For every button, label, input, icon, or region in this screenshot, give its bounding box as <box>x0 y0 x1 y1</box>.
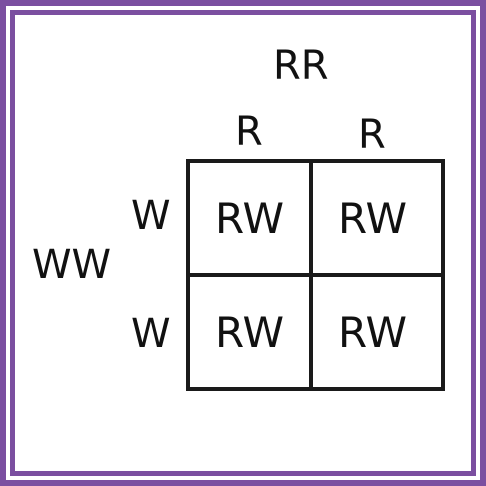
top-allele-2: R <box>358 112 386 158</box>
cell-r2-c2: RW <box>337 307 407 357</box>
top-allele-1: R <box>235 109 263 155</box>
grid-horizontal-divider <box>186 273 445 277</box>
cell-r1-c1: RW <box>214 193 284 243</box>
side-allele-2: W <box>131 311 171 357</box>
cell-r1-c2: RW <box>337 193 407 243</box>
top-parent-genotype: RR <box>273 43 329 89</box>
side-allele-1: W <box>131 193 171 239</box>
side-parent-genotype: WW <box>32 242 112 288</box>
inner-frame <box>10 10 476 476</box>
cell-r2-c1: RW <box>214 307 284 357</box>
